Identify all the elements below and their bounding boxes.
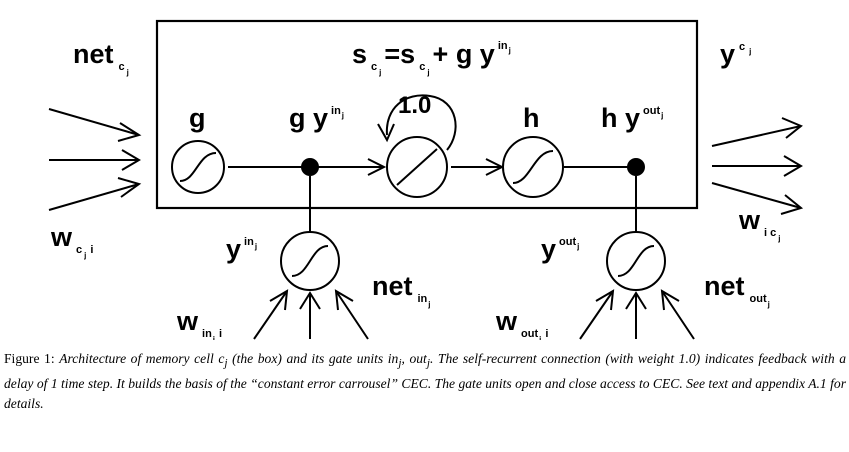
label-h: h [523, 103, 540, 133]
input-gate-arrows [253, 289, 369, 340]
cell-output-arrows [711, 117, 804, 215]
output-gate-multiplier [627, 158, 645, 176]
figure-caption: Figure 1: Architecture of memory cell cj… [4, 351, 846, 411]
label-g: g [189, 103, 206, 133]
input-gate-unit [280, 231, 340, 291]
label-self-weight: 1.0 [398, 92, 431, 119]
output-gate-unit [606, 231, 666, 291]
self-recurrent-loop [377, 94, 457, 151]
caption-prefix: Figure 1: [4, 351, 55, 366]
cell-input-arrows [48, 108, 142, 211]
cec-linear-unit [386, 136, 448, 198]
h-squash-unit [502, 136, 564, 198]
g-squash-unit [171, 140, 225, 194]
input-gate-multiplier [301, 158, 319, 176]
memory-cell-box [155, 19, 699, 210]
output-gate-arrows [579, 289, 695, 340]
